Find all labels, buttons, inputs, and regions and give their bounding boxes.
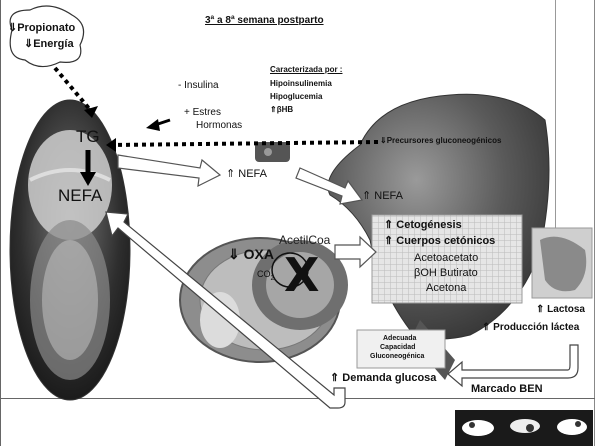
hipoinsulinemia-label: Hipoinsulinemia — [270, 80, 332, 89]
cuerpos-cetonicos-label: ⇑ Cuerpos cetónicos — [384, 235, 495, 247]
nefa-adipose-label: NEFA — [58, 187, 102, 206]
estres-label: + Estres — [184, 107, 221, 118]
precursores-label: ⇓Precursores gluconeogénicos — [380, 137, 501, 146]
co2-label: CO2 — [257, 270, 274, 282]
blocked-x-mark: X — [284, 250, 319, 301]
marcado-ben-label: Marcado BEN — [471, 383, 543, 395]
propionato-cloud — [10, 6, 83, 67]
cetogenesis-label: ⇑ Cetogénesis — [384, 219, 462, 231]
hipoglucemia-label: Hipoglucemia — [270, 93, 322, 102]
insulina-label: - Insulina — [178, 80, 219, 91]
hormonas-label: Hormonas — [196, 120, 242, 131]
demanda-label: ⇑ Demanda glucosa — [330, 372, 436, 384]
nefa-blood-label: ⇑ NEFA — [226, 168, 267, 180]
tg-label: TG — [76, 128, 100, 147]
acetilcoa-label: AcetilCoa — [279, 234, 330, 247]
oxa-label: ⇓ OXA — [228, 247, 274, 262]
energia-label: ⇓Energía — [24, 38, 74, 50]
lactosa-label: ⇑ Lactosa — [536, 304, 585, 315]
nefa-liver-label: ⇑ NEFA — [362, 190, 403, 202]
produccion-label: ⇑ Producción láctea — [482, 322, 579, 333]
adecuada-label: Adecuada — [383, 335, 416, 343]
propionato-label: ⇓Propionato — [8, 22, 75, 34]
diagram-title: 3ª a 8ª semana postparto — [205, 15, 324, 26]
acetona-label: Acetona — [426, 282, 466, 294]
caracterizada-heading: Caracterizada por : — [270, 66, 342, 75]
bohbutirato-label: βOH Butirato — [414, 267, 478, 279]
capacidad-label: Capacidad — [380, 344, 415, 352]
gluconeogenica-label: Gluconeogénica — [370, 353, 424, 361]
acetoacetato-label: Acetoacetato — [414, 252, 478, 264]
bhb-label: ⇑βHB — [270, 106, 293, 115]
